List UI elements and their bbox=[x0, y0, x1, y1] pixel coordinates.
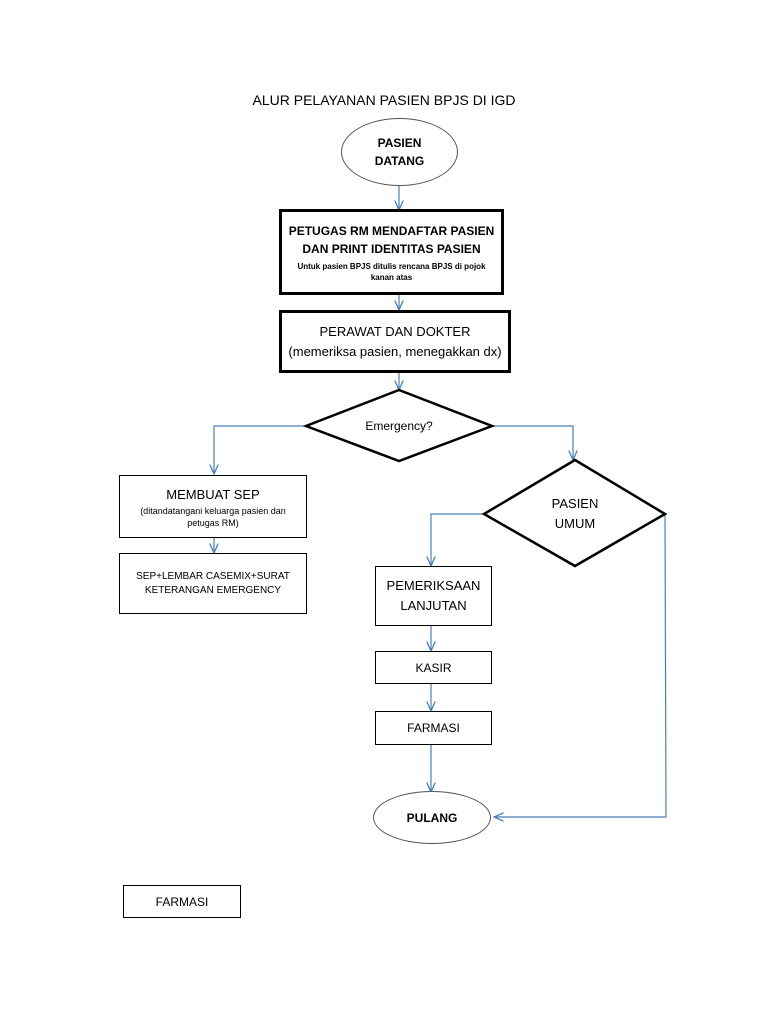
kasir-label: KASIR bbox=[415, 660, 452, 675]
perawat-dokter-line1: PERAWAT DAN DOKTER bbox=[319, 323, 471, 339]
arrow-umum-to-pulang bbox=[494, 513, 667, 817]
pasien-umum-label-wrap: PASIEN UMUM bbox=[520, 490, 630, 538]
petugas-rm-line1: PETUGAS RM MENDAFTAR PASIEN bbox=[288, 223, 495, 238]
pulang-label: PULANG bbox=[406, 810, 458, 825]
pulang-node: PULANG bbox=[373, 791, 491, 844]
membuat-sep-line1: MEMBUAT SEP bbox=[166, 486, 260, 502]
petugas-rm-node: PETUGAS RM MENDAFTAR PASIEN DAN PRINT ID… bbox=[279, 209, 504, 295]
pasien-umum-diamond bbox=[481, 458, 668, 568]
arrow-emergency-to-sep bbox=[214, 425, 306, 474]
farmasi-extra-node: FARMASI bbox=[123, 885, 241, 918]
pasien-umum-line1: PASIEN bbox=[551, 496, 599, 511]
petugas-rm-note2: kanan atas bbox=[370, 272, 413, 282]
emergency-label: Emergency? bbox=[365, 419, 433, 433]
farmasi-node: FARMASI bbox=[375, 711, 492, 745]
farmasi-label: FARMASI bbox=[407, 721, 460, 735]
pasien-datang-node: PASIEN DATANG bbox=[341, 118, 458, 186]
farmasi-extra-label: FARMASI bbox=[155, 894, 209, 909]
emergency-label-wrap: Emergency? bbox=[320, 414, 478, 438]
pemeriksaan-line1: PEMERIKSAAN bbox=[386, 578, 481, 593]
page-title: ALUR PELAYANAN PASIEN BPJS DI IGD bbox=[252, 92, 516, 108]
membuat-sep-note2: petugas RM) bbox=[187, 517, 239, 528]
arrow-umum-to-pemeriksaan bbox=[431, 513, 484, 566]
emergency-diamond bbox=[302, 388, 496, 463]
perawat-dokter-line2: (memeriksa pasien, menegakkan dx) bbox=[288, 343, 502, 359]
sep-lembar-line1: SEP+LEMBAR CASEMIX+SURAT bbox=[136, 570, 290, 582]
pemeriksaan-node: PEMERIKSAAN LANJUTAN bbox=[375, 566, 492, 626]
membuat-sep-note1: (ditandatangani keluarga pasien dan bbox=[140, 505, 286, 516]
kasir-node: KASIR bbox=[375, 651, 492, 684]
petugas-rm-note1: Untuk pasien BPJS ditulis rencana BPJS d… bbox=[297, 261, 486, 271]
arrow-emergency-to-umum bbox=[492, 425, 573, 460]
perawat-dokter-node: PERAWAT DAN DOKTER (memeriksa pasien, me… bbox=[279, 310, 511, 373]
pemeriksaan-line2: LANJUTAN bbox=[400, 598, 467, 613]
sep-lembar-line2: KETERANGAN EMERGENCY bbox=[144, 584, 282, 596]
petugas-rm-line2: DAN PRINT IDENTITAS PASIEN bbox=[302, 241, 481, 256]
membuat-sep-node: MEMBUAT SEP (ditandatangani keluarga pas… bbox=[119, 475, 307, 538]
pasien-datang-line2: DATANG bbox=[374, 154, 425, 168]
sep-lembar-node: SEP+LEMBAR CASEMIX+SURAT KETERANGAN EMER… bbox=[119, 553, 307, 614]
pasien-datang-line1: PASIEN bbox=[377, 136, 422, 150]
pasien-umum-line2: UMUM bbox=[554, 516, 596, 531]
